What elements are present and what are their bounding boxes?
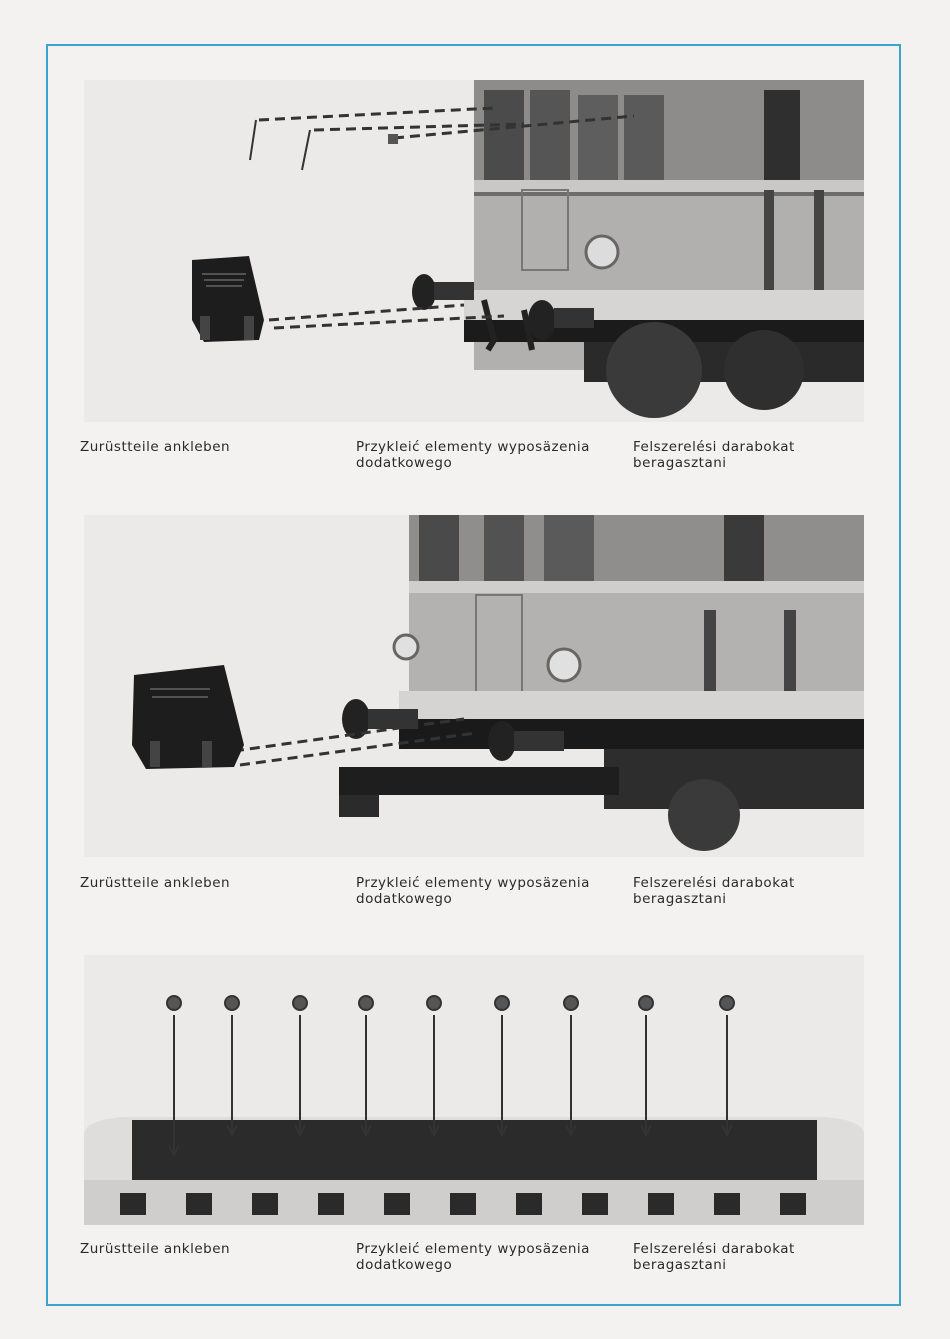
caption-german: Zurüstteile ankleben bbox=[80, 875, 231, 891]
caption-hungarian: Felszerelési darabokat beragasztani bbox=[633, 439, 795, 471]
illustration-buffer-and-hood-assembly bbox=[84, 515, 864, 857]
caption-german: Zurüstteile ankleben bbox=[80, 1241, 231, 1257]
caption-polish: Przykleić elementy wyposäzenia dodatkowe… bbox=[356, 875, 590, 907]
caption-polish: Przykleić elementy wyposäzenia dodatkowe… bbox=[356, 1241, 590, 1273]
caption-hungarian: Felszerelési darabokat beragasztani bbox=[633, 875, 795, 907]
caption-hungarian: Felszerelési darabokat beragasztani bbox=[633, 1241, 795, 1273]
caption-polish: Przykleić elementy wyposäzenia dodatkowe… bbox=[356, 439, 590, 471]
page-border-frame bbox=[46, 44, 901, 1306]
illustration-front-end-assembly bbox=[84, 80, 864, 422]
illustration-roof-fittings-assembly bbox=[84, 955, 864, 1225]
caption-german: Zurüstteile ankleben bbox=[80, 439, 231, 455]
